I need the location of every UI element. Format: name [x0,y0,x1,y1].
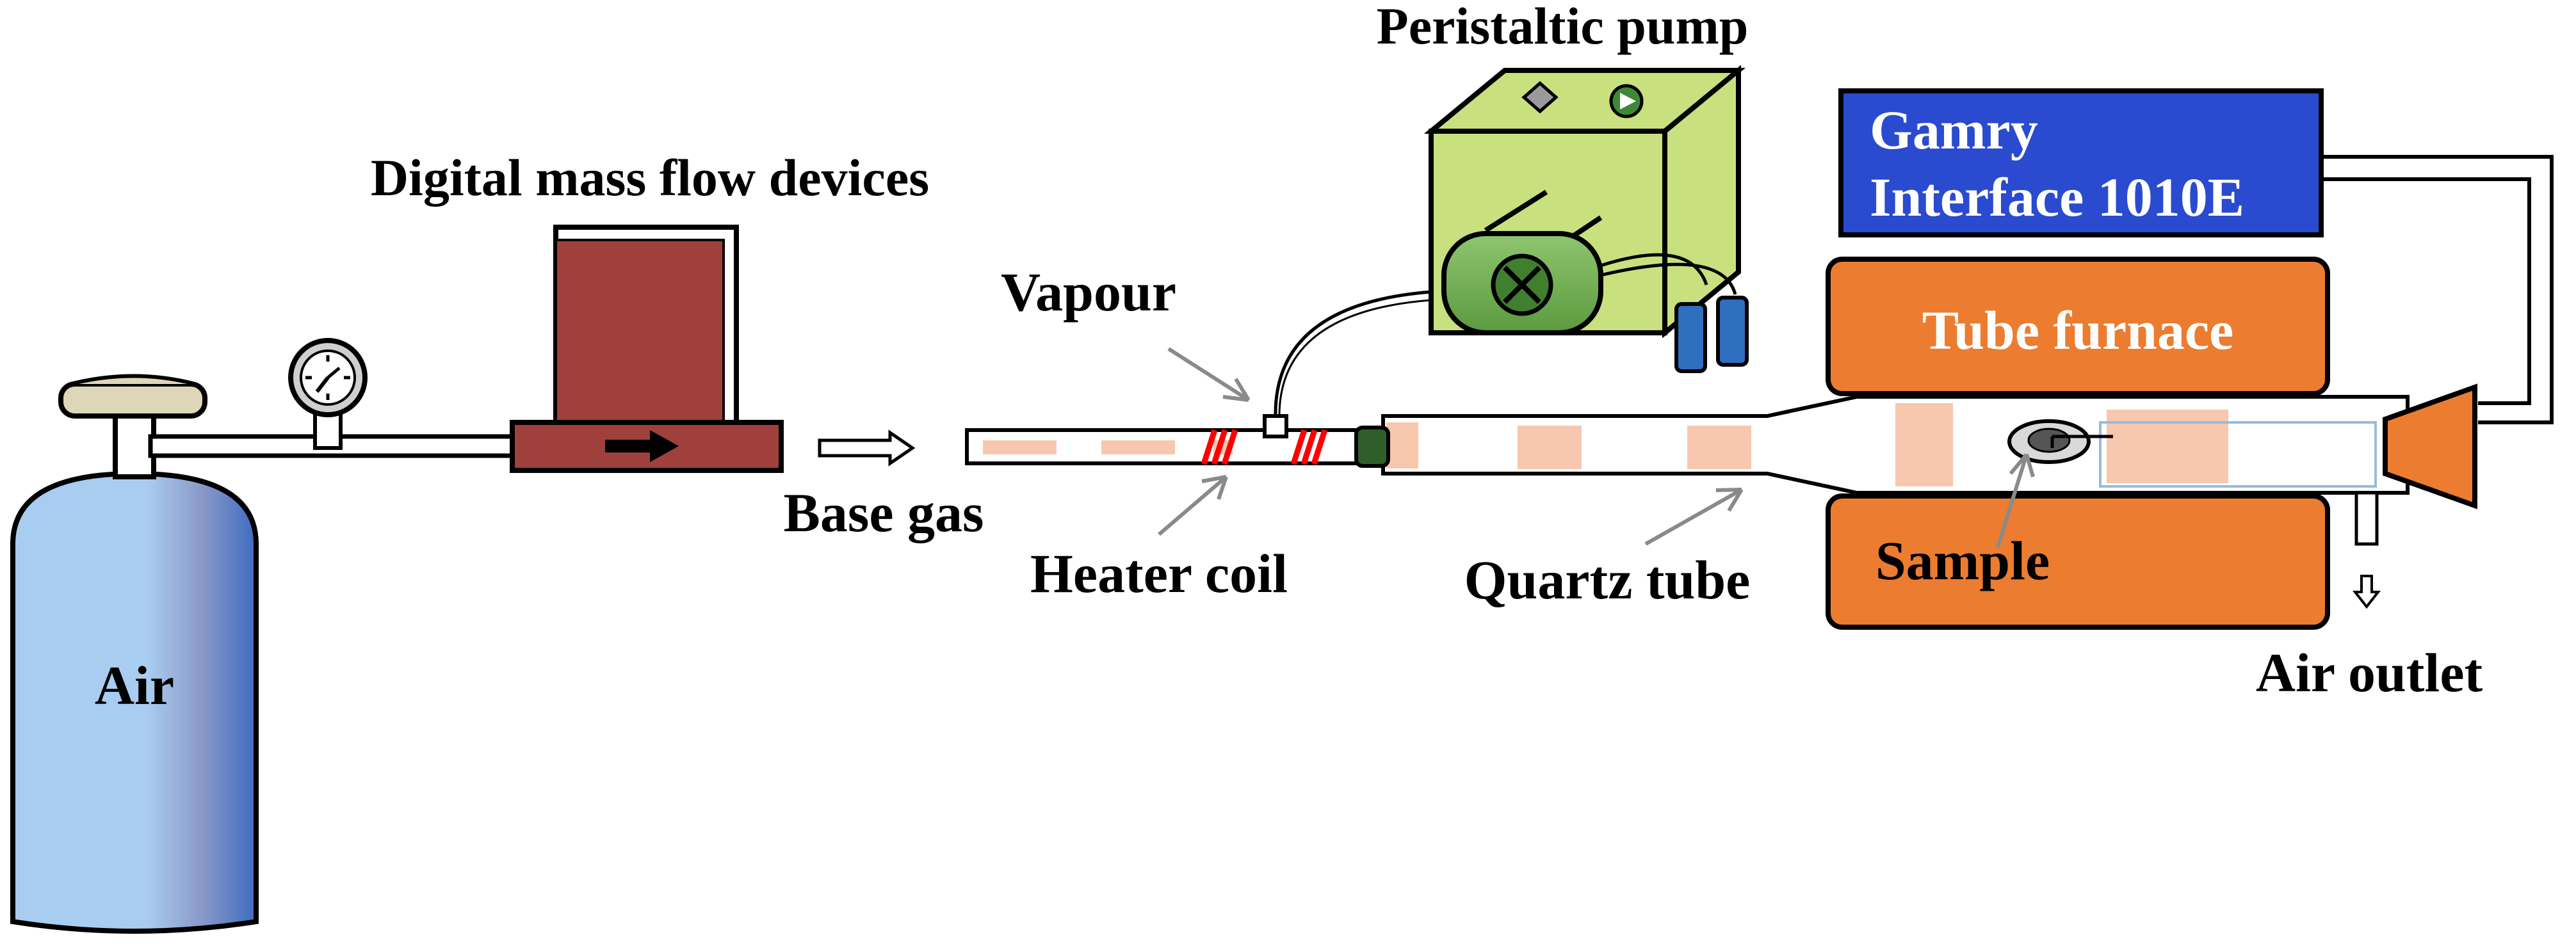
heater-pointer [1158,475,1228,536]
gas-line [148,338,521,458]
vapour-line [1274,289,1441,417]
tube-band [2107,410,2228,483]
down-arrow-icon [2352,575,2381,609]
heater-coil-label: Heater coil [1030,543,1288,604]
tube-band [1518,426,1582,469]
cylinder-body [10,470,259,934]
vapour-label: Vapour [1001,261,1176,323]
quartz-tube-label: Quartz tube [1464,549,1751,611]
sample-pointer [1996,453,2035,548]
mass-flow-label: Digital mass flow devices [371,148,929,207]
base-gas-arrow-icon [818,429,916,467]
quartz-tube [965,395,2410,495]
sample-holder [2007,419,2113,464]
tube-band [1687,426,1751,469]
gamry-box [1838,88,2324,237]
pump-label: Peristaltic pump [1377,0,1749,55]
air-cylinder: Air [10,374,259,934]
pump-lever [1484,189,1548,233]
tube-band [983,440,1057,454]
cylinder-neck [113,413,156,479]
vapour-port [1263,414,1288,438]
peristaltic-pump: Peristaltic pump [1377,0,1749,373]
tube-band [1895,403,1953,486]
air-label: Air [95,655,174,716]
sample-label: Sample [1875,530,2050,591]
furnace-top [1826,257,2330,396]
gamry-cable [2321,155,2554,424]
tube-inner-liner [2099,421,2377,488]
pressure-gauge-icon [288,338,368,450]
valve-handle-top [70,374,196,386]
outlet-cone [2383,383,2477,509]
outlet-pipe [2354,491,2379,546]
vapour-pointer [1167,347,1251,402]
gamry-label-line1: Gamry [1870,99,2038,161]
reservoir-vial [1716,296,1749,367]
tube-connector [1354,426,1390,468]
mfc-head-inner [555,239,725,427]
base-gas-label: Base gas [784,482,984,543]
valve-handle-icon [58,381,207,419]
tube-furnace: Tube furnace Sample [1826,257,2330,630]
pump-diamond-icon [1521,81,1559,114]
mass-flow-device: Digital mass flow devices [371,148,929,473]
gamry-label-line2: Interface 1010E [1870,166,2244,228]
furnace-label: Tube furnace [1922,300,2234,361]
tube-band [1101,440,1175,454]
right-arrow-icon [605,430,679,462]
furnace-bottom [1826,493,2330,630]
gamry-interface: Gamry Interface 1010E [1838,88,2554,424]
quartz-pointer [1644,488,1744,546]
vapour-line-inner [1278,298,1441,417]
heater-coil [1201,429,1328,465]
tube-band [1386,422,1418,468]
reservoir-vial [1674,302,1707,373]
air-outlet-label: Air outlet [2256,642,2483,703]
